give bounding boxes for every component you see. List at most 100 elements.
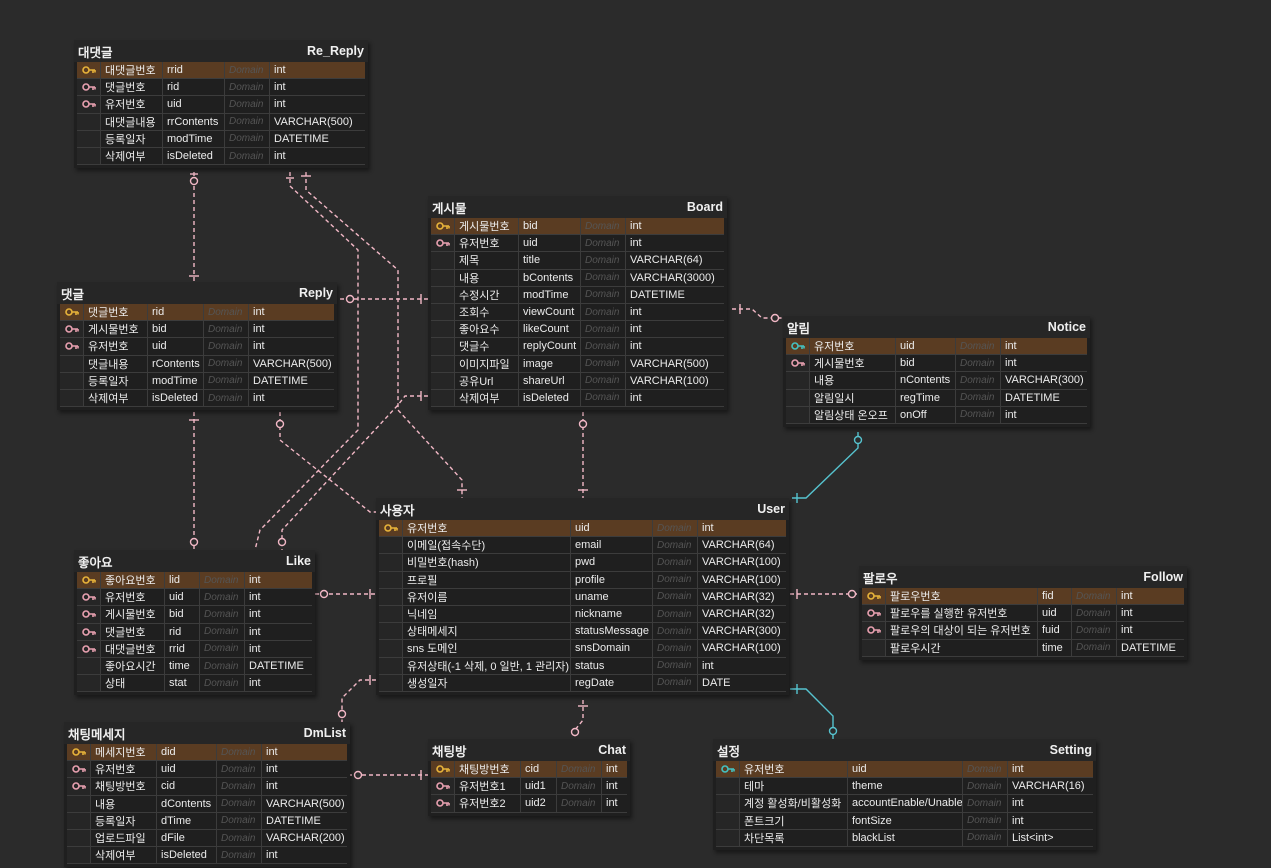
attribute-domain: Domain xyxy=(225,62,270,79)
attribute-korean-name: 비밀번호(hash) xyxy=(403,554,571,571)
foreign-key-icon xyxy=(862,605,886,622)
attribute-type: int xyxy=(266,746,278,759)
attribute-domain: Domain xyxy=(581,338,626,355)
attribute-column-name: stat xyxy=(165,675,200,692)
attribute-domain: Domain xyxy=(217,812,262,829)
key-cell xyxy=(716,778,740,795)
attribute-domain: Domain xyxy=(217,829,262,847)
optional-marker xyxy=(189,176,199,186)
attribute-type: int xyxy=(630,340,642,353)
attribute-type: VARCHAR(64) xyxy=(630,254,703,267)
attribute-column-name: nContents xyxy=(896,372,956,389)
attribute-type: int xyxy=(1012,797,1024,810)
attribute-korean-name: 팔로우를 실행한 유저번호 xyxy=(886,605,1038,622)
attribute-korean-name: 제목 xyxy=(455,252,519,269)
